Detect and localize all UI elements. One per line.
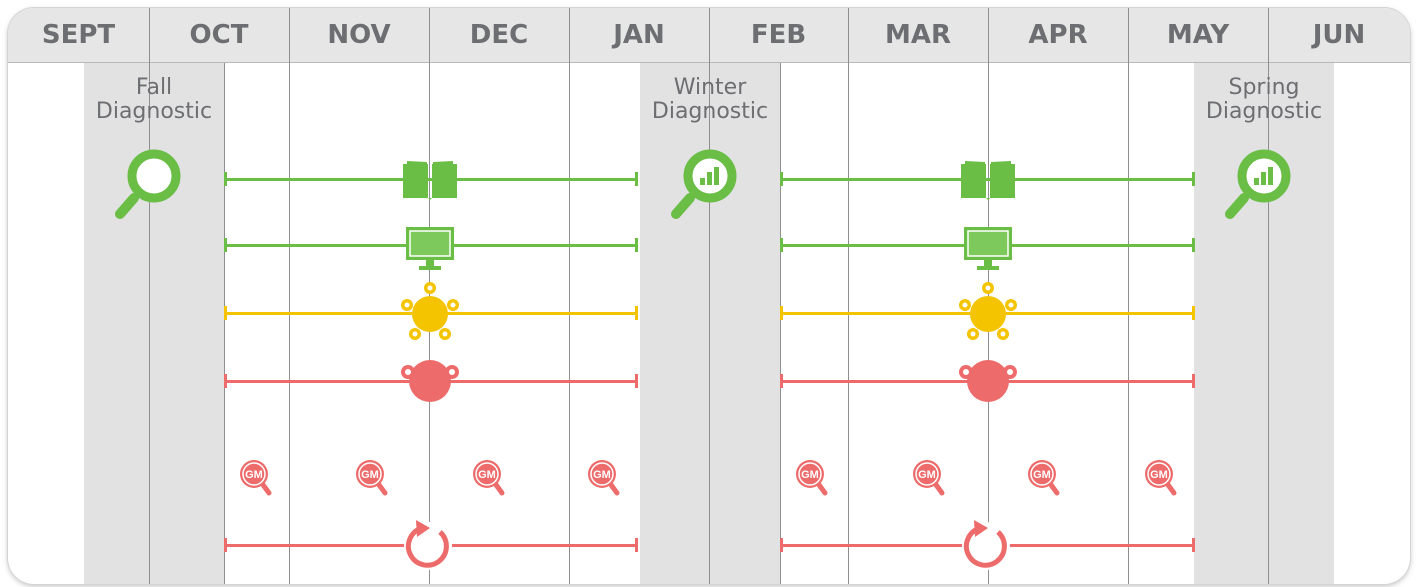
track-start-cap (224, 238, 227, 252)
spring-diagnostic-label: Spring Diagnostic (1179, 76, 1349, 124)
small-group-icon (959, 282, 1017, 340)
gm-magnifier-icon: GM (1145, 460, 1177, 496)
gm-magnifier-icon: GM (356, 460, 388, 496)
month-divider (569, 8, 570, 584)
month-nov: NOV (327, 20, 391, 50)
reading-track-fall (224, 178, 637, 181)
track-start-cap (224, 172, 227, 186)
magnifier-icon (115, 149, 181, 219)
track-start-cap (780, 306, 783, 320)
magnifier-chart-icon (671, 149, 737, 219)
month-divider (224, 63, 225, 584)
track-end-cap (1192, 374, 1195, 388)
diagnostic-label-line1: Spring (1228, 75, 1300, 100)
pair-icon (401, 360, 459, 402)
diagnostic-label-line1: Winter (673, 75, 747, 100)
month-divider (988, 8, 989, 584)
track-end-cap (635, 238, 638, 252)
track-start-cap (224, 374, 227, 388)
track-end-cap (635, 538, 638, 552)
gm-badge-text: GM (478, 469, 496, 481)
diagnostic-label-line2: Diagnostic (95, 99, 213, 124)
fall-diagnostic-label: Fall Diagnostic (69, 76, 239, 124)
track-start-cap (224, 538, 227, 552)
monitor-icon (964, 227, 1012, 270)
spring-diagnostic-window (1194, 63, 1334, 584)
track-end-cap (635, 306, 638, 320)
gm-magnifier-icon: GM (240, 460, 272, 496)
monitor-icon (406, 227, 454, 270)
month-dec: DEC (469, 20, 529, 50)
small-group-icon (401, 282, 459, 340)
track-start-cap (780, 238, 783, 252)
winter-diagnostic-window (640, 63, 780, 584)
track-end-cap (1192, 172, 1195, 186)
timeline-panel: SEPT OCT NOV DEC JAN FEB MAR APR MAY JUN… (8, 8, 1410, 584)
gm-badge-text: GM (918, 469, 936, 481)
month-divider (289, 8, 290, 584)
track-end-cap (1192, 306, 1195, 320)
month-feb: FEB (750, 20, 807, 50)
gm-badge-text: GM (593, 469, 611, 481)
reading-track-spring (780, 178, 1194, 181)
gm-magnifier-icon: GM (796, 460, 828, 496)
month-sept: SEPT (41, 20, 116, 50)
book-icon (403, 161, 457, 200)
month-may: MAY (1166, 20, 1230, 50)
gm-magnifier-icon: GM (913, 460, 945, 496)
month-oct: OCT (189, 20, 249, 50)
month-jan: JAN (613, 20, 665, 50)
month-apr: APR (1028, 20, 1088, 50)
month-divider (848, 8, 849, 584)
month-divider (1268, 8, 1269, 584)
gm-magnifier-icon: GM (1028, 460, 1060, 496)
month-jun: JUN (1312, 20, 1366, 50)
track-end-cap (1192, 538, 1195, 552)
gm-badge-text: GM (801, 469, 819, 481)
month-divider (709, 8, 710, 584)
pair-icon (959, 360, 1017, 402)
month-mar: MAR (884, 20, 951, 50)
gm-badge-text: GM (1150, 469, 1168, 481)
gm-badge-text: GM (245, 469, 263, 481)
fall-diagnostic-window (84, 63, 224, 584)
diagnostic-label-line2: Diagnostic (651, 99, 769, 124)
track-end-cap (635, 172, 638, 186)
track-start-cap (780, 538, 783, 552)
month-divider (429, 8, 430, 584)
track-end-cap (635, 374, 638, 388)
magnifier-chart-icon (1225, 149, 1291, 219)
track-start-cap (780, 172, 783, 186)
gm-badge-text: GM (361, 469, 379, 481)
gm-badge-text: GM (1033, 469, 1051, 481)
winter-diagnostic-label: Winter Diagnostic (625, 76, 795, 124)
track-start-cap (224, 306, 227, 320)
diagnostic-label-line1: Fall (135, 75, 173, 100)
cycle-arrow-icon (404, 520, 452, 570)
month-divider (149, 8, 150, 584)
month-divider (1128, 8, 1129, 584)
book-icon (961, 161, 1015, 200)
month-divider (780, 63, 781, 584)
track-end-cap (1192, 238, 1195, 252)
cycle-arrow-icon (962, 520, 1010, 570)
track-start-cap (780, 374, 783, 388)
gm-magnifier-icon: GM (473, 460, 505, 496)
gm-magnifier-icon: GM (588, 460, 620, 496)
diagnostic-label-line2: Diagnostic (1205, 99, 1323, 124)
